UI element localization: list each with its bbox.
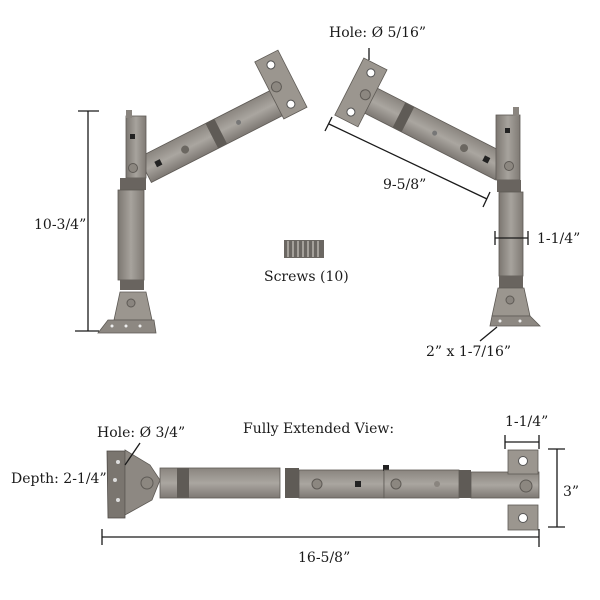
dimension-total-length: [101, 529, 540, 547]
dimension-bar-width: [494, 231, 529, 245]
label-extended-hole: Hole: Ø 3/4”: [97, 425, 186, 441]
label-left-height: 10-3/4”: [34, 217, 87, 233]
extended-stay: [106, 449, 540, 531]
dimension-end-width: [504, 435, 540, 449]
leader-foot-plate: [479, 326, 498, 342]
label-foot-plate: 2” x 1-7/16”: [426, 344, 512, 360]
screws-icon: [284, 240, 324, 258]
label-end-width: 1-1/4”: [505, 414, 549, 430]
label-end-height: 3”: [563, 484, 580, 500]
label-bar-width: 1-1/4”: [537, 231, 581, 247]
dimension-arm-length: [324, 116, 491, 208]
leader-extended-hole: [124, 442, 141, 466]
label-top-hole: Hole: Ø 5/16”: [329, 25, 427, 41]
label-screws: Screws (10): [264, 269, 349, 285]
dimension-end-height: [548, 448, 565, 528]
left-stay: [97, 49, 308, 334]
label-total-length: 16-5/8”: [298, 550, 351, 566]
right-stay: [334, 57, 541, 327]
label-depth: Depth: 2-1/4”: [11, 471, 107, 487]
label-arm-length: 9-5/8”: [383, 177, 427, 193]
label-extended-title: Fully Extended View:: [243, 421, 395, 437]
dimension-left-height: [75, 110, 99, 332]
